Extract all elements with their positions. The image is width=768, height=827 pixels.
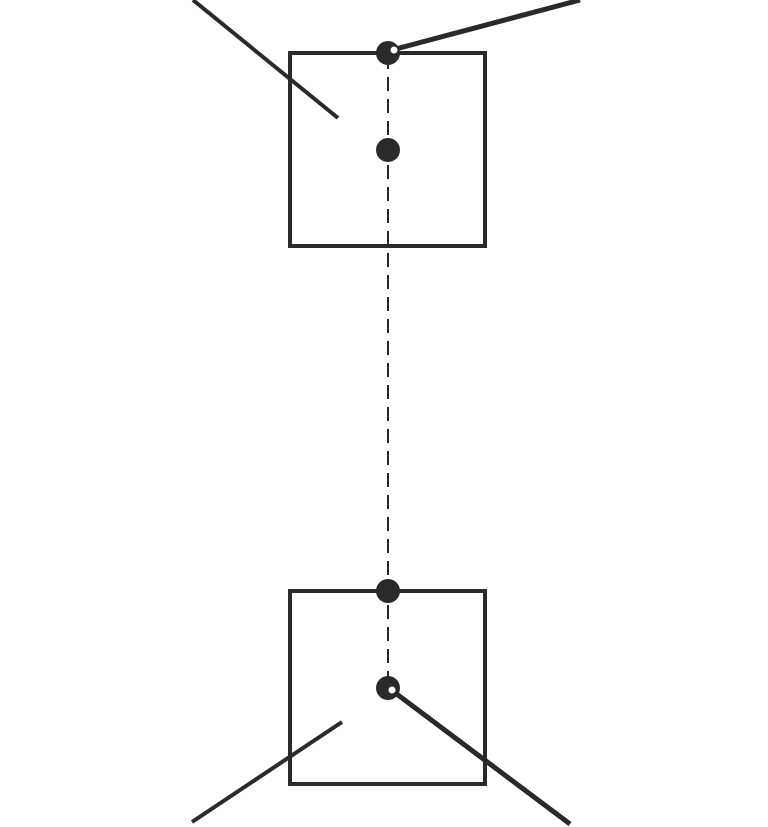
top-edge-point-notch xyxy=(390,46,398,54)
top-left-leader-line xyxy=(191,0,340,120)
bottom-right-leader-line xyxy=(388,687,572,826)
top-right-leader-line xyxy=(391,0,581,53)
bottom-center-point-notch xyxy=(388,686,396,694)
top-edge-point xyxy=(376,41,400,65)
bottom-left-leader-line xyxy=(190,720,344,824)
bottom-edge-point xyxy=(376,579,400,603)
top-center-point xyxy=(376,138,400,162)
bottom-center-point xyxy=(376,676,400,700)
